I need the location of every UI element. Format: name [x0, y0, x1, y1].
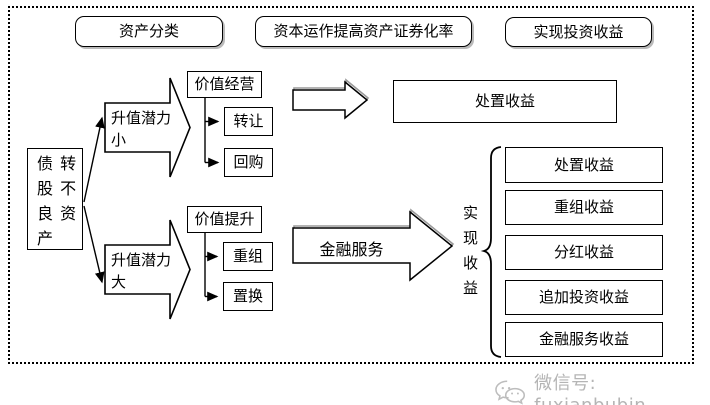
dashed-frame: [8, 6, 694, 364]
buyback-box: 回购: [224, 148, 273, 177]
watermark: 微信号: fuxianbubin: [494, 369, 710, 405]
income-box-financial-services-label: 金融服务收益: [538, 330, 629, 349]
value-operation-label: 价值经营: [194, 75, 255, 94]
value-improvement-label: 价值提升: [194, 210, 255, 229]
income-box-restructuring-label: 重组收益: [553, 198, 614, 217]
income-box-disposal: 处置收益: [505, 147, 663, 183]
value-improvement-box: 价值提升: [187, 206, 262, 233]
source-npa-box: 债 转 股 不 良 资 产: [27, 148, 83, 250]
buyback-label: 回购: [233, 153, 264, 172]
income-box-restructuring: 重组收益: [505, 190, 663, 225]
watermark-text: 微信号: fuxianbubin: [534, 373, 646, 405]
realize-income-label: 实现收益: [462, 204, 478, 297]
value-operation-box: 价值经营: [187, 71, 262, 98]
label-large-potential: 升值潜力 大: [111, 251, 172, 291]
header-asset-classification: 资产分类: [75, 16, 223, 47]
income-box-additional-investment: 追加投资收益: [505, 280, 663, 315]
financial-services-label: 金融服务: [319, 240, 384, 259]
header-investment-return: 实现投资收益: [505, 17, 652, 47]
income-box-financial-services: 金融服务收益: [505, 322, 663, 357]
income-box-additional-investment-label: 追加投资收益: [538, 288, 629, 307]
header-investment-return-label: 实现投资收益: [533, 22, 624, 41]
wechat-icon: [495, 380, 526, 405]
replacement-box: 置换: [223, 282, 273, 311]
header-capital-operation: 资本运作提高资产证券化率: [255, 16, 472, 47]
restructuring-label: 重组: [232, 247, 263, 266]
disposal-income-main-label: 处置收益: [474, 92, 535, 111]
header-asset-classification-label: 资产分类: [118, 22, 179, 41]
replacement-label: 置换: [232, 287, 263, 306]
label-small-potential: 升值潜力 小: [111, 109, 172, 149]
disposal-income-main-box: 处置收益: [393, 80, 617, 123]
income-box-dividend-label: 分红收益: [553, 243, 614, 262]
income-box-dividend: 分红收益: [505, 235, 663, 270]
transfer-label: 转让: [233, 112, 264, 131]
transfer-box: 转让: [224, 107, 273, 136]
restructuring-box: 重组: [223, 242, 273, 271]
income-box-disposal-label: 处置收益: [553, 155, 614, 174]
header-capital-operation-label: 资本运作提高资产证券化率: [273, 22, 454, 41]
